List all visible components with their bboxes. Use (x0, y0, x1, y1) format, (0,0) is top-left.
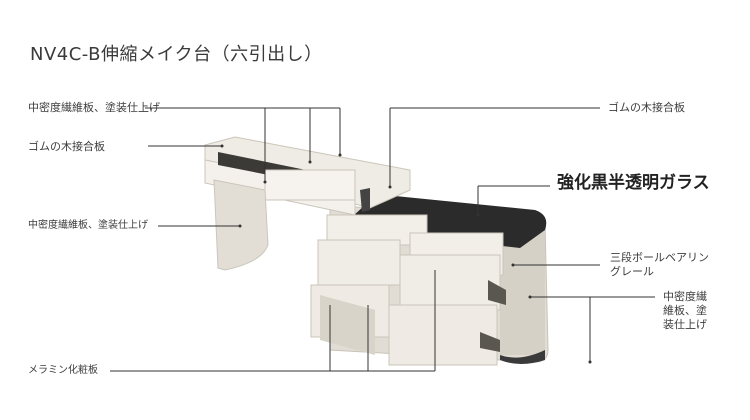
label-rail: 三段ボールベアリン グレール (610, 251, 709, 279)
label-melamine: メラミン化粧板 (28, 365, 98, 376)
label-mdf-right-line-2: 維板、塗 (663, 304, 707, 317)
product-title: NV4C-B伸縮メイク台（六引出し） (30, 44, 323, 65)
leader-lines (110, 107, 655, 372)
label-rubberwood-left: ゴムの木接合板 (28, 140, 105, 153)
label-rubberwood-right: ゴムの木接合板 (608, 101, 685, 114)
label-mdf-right: 中密度繊 維板、塗 装仕上げ (663, 290, 707, 332)
label-rail-line-2: グレール (610, 265, 654, 278)
label-mdf-right-line-3: 装仕上げ (663, 318, 707, 331)
label-mdf-right-line-1: 中密度繊 (663, 290, 707, 303)
desk-top (204, 136, 411, 216)
drawer-stack (310, 214, 506, 366)
label-mdf-top: 中密度繊維板、塗装仕上げ (28, 101, 160, 114)
label-rail-line-1: 三段ボールベアリン (610, 251, 709, 264)
label-mdf-leg: 中密度繊維板、塗装仕上げ (28, 220, 148, 231)
label-glass: 強化黒半透明ガラス (557, 173, 710, 193)
